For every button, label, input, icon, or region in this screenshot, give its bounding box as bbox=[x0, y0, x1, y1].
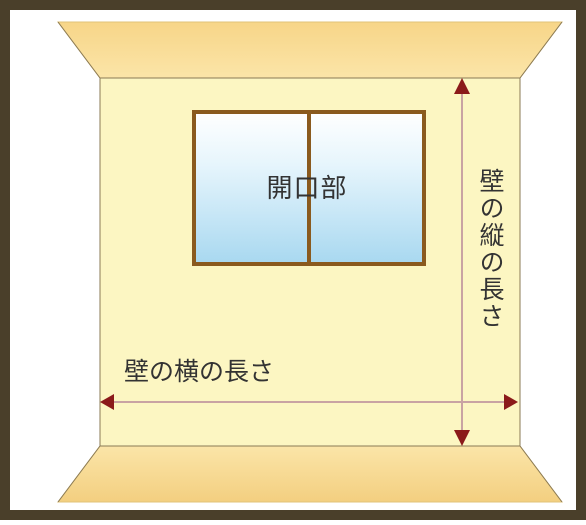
arrowhead-top bbox=[454, 78, 470, 94]
corner-line-bottom-right bbox=[519, 445, 563, 503]
corner-line-bottom-left bbox=[57, 445, 101, 503]
width-dimension-arrow bbox=[100, 394, 518, 410]
ceiling-surface bbox=[57, 21, 563, 79]
opening-label: 開口部 bbox=[266, 174, 348, 204]
wall-height-label: 壁の縦の長さ bbox=[476, 168, 505, 330]
corner-line-top-right bbox=[519, 21, 563, 79]
arrowhead-left bbox=[100, 394, 114, 410]
window-opening bbox=[192, 110, 426, 266]
wall-width-label: 壁の横の長さ bbox=[124, 357, 275, 386]
arrowhead-bottom bbox=[454, 430, 470, 446]
height-dimension-arrow bbox=[454, 78, 470, 446]
arrowhead-right bbox=[504, 394, 518, 410]
corner-line-top-left bbox=[57, 21, 101, 79]
floor-surface bbox=[57, 445, 563, 503]
